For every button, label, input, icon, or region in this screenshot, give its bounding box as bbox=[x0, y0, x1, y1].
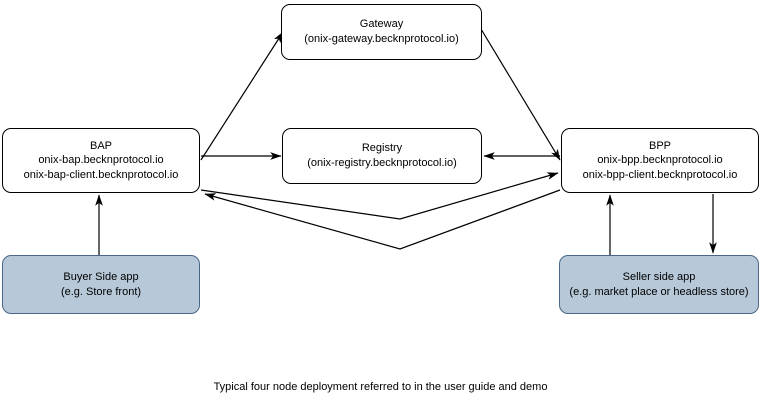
node-bap-host: onix-bap.becknprotocol.io bbox=[38, 154, 164, 167]
node-bpp-client-host: onix-bpp-client.becknprotocol.io bbox=[582, 168, 738, 181]
node-buyer-side-app[interactable]: Buyer Side app (e.g. Store front) bbox=[2, 255, 200, 314]
node-registry-title: Registry bbox=[361, 142, 403, 155]
node-seller-side-app[interactable]: Seller side app (e.g. market place or he… bbox=[559, 255, 759, 314]
node-bpp-title: BPP bbox=[648, 139, 671, 152]
node-gateway-subtitle: (onix-gateway.becknprotocol.io) bbox=[304, 33, 459, 45]
node-bpp-host: onix-bpp.becknprotocol.io bbox=[597, 154, 723, 167]
node-gateway[interactable]: Gateway (onix-gateway.becknprotocol.io) bbox=[281, 4, 482, 60]
node-bap-title: BAP bbox=[89, 139, 112, 152]
node-seller-side-app-title: Seller side app bbox=[622, 270, 696, 283]
node-bpp[interactable]: BPP onix-bpp.becknprotocol.io onix-bpp-c… bbox=[561, 128, 759, 193]
node-bap-client-host: onix-bap-client.becknprotocol.io bbox=[23, 168, 179, 181]
edge-bap-to-gateway bbox=[200, 31, 284, 161]
node-seller-side-app-subtitle: (e.g. market place or headless store) bbox=[569, 285, 749, 298]
node-bap[interactable]: BAP onix-bap.becknprotocol.io onix-bap-c… bbox=[2, 128, 200, 193]
edge-gateway-to-bpp bbox=[480, 28, 561, 161]
node-registry-subtitle: (onix-registry.becknprotocol.io) bbox=[307, 157, 457, 169]
diagram-caption: Typical four node deployment referred to… bbox=[213, 381, 548, 393]
node-buyer-side-app-subtitle: (e.g. Store front) bbox=[60, 285, 142, 298]
node-registry[interactable]: Registry (onix-registry.becknprotocol.io… bbox=[282, 128, 482, 184]
node-buyer-side-app-title: Buyer Side app bbox=[63, 270, 139, 283]
node-gateway-title: Gateway bbox=[359, 18, 404, 31]
edge-bpp-to-bap-lower bbox=[204, 189, 561, 250]
